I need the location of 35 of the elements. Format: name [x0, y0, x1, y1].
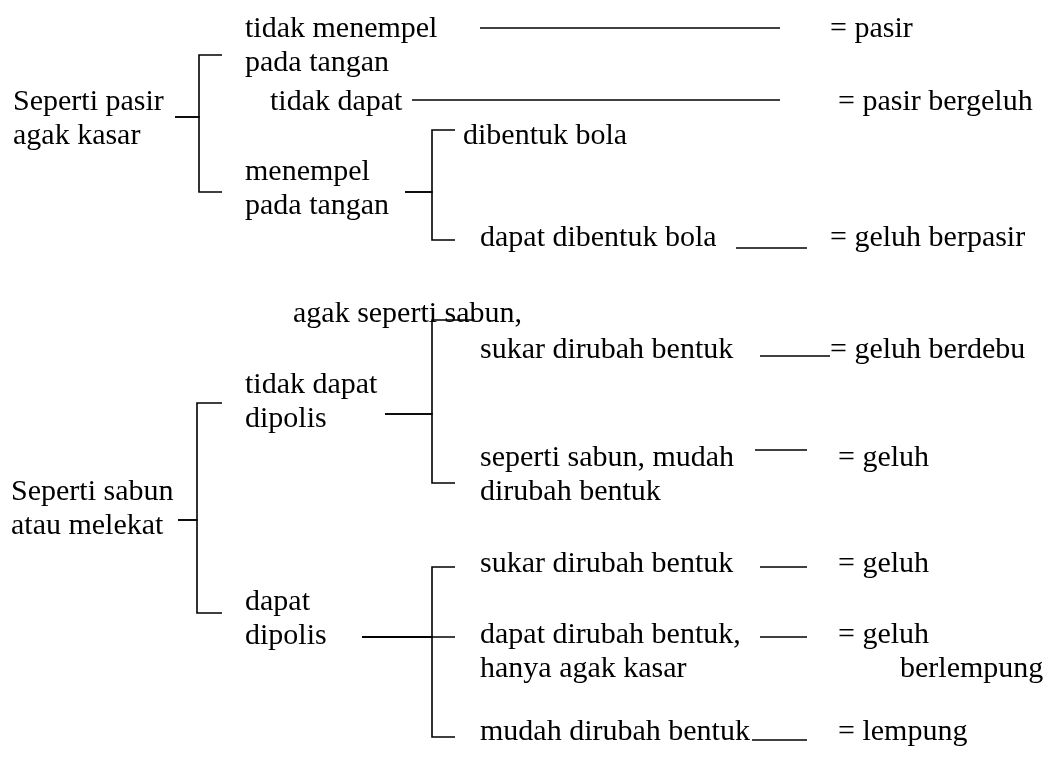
key-criterion: sukar dirubah bentuk — [480, 545, 734, 579]
key-criterion: Seperti sabun atau melekat — [11, 473, 175, 541]
bracket-line — [174, 116, 223, 193]
connector-line — [479, 27, 781, 29]
connector-line — [759, 355, 831, 357]
connector-line — [411, 99, 781, 101]
connector-line — [759, 566, 808, 568]
connector-line — [735, 247, 808, 249]
key-criterion: dapat dipolis — [245, 583, 328, 651]
key-criterion: seperti sabun, mudah dirubah bentuk — [480, 439, 736, 507]
soil-class: = lempung — [838, 713, 968, 747]
soil-class: = geluh — [838, 439, 930, 473]
soil-class: = geluh — [838, 545, 930, 579]
connector-line — [759, 636, 808, 638]
bracket-line — [177, 519, 223, 614]
key-criterion: Seperti pasir agak kasar — [13, 83, 165, 151]
soil-class: = geluh berpasir — [830, 219, 1026, 253]
soil-class: = pasir bergeluh — [838, 83, 1033, 117]
key-criterion: dapat dirubah bentuk, hanya agak kasar — [480, 616, 742, 684]
soil-class: = geluh berdebu — [830, 331, 1026, 365]
key-criterion: dibentuk bola — [463, 117, 628, 151]
soil-class: = pasir — [830, 10, 913, 44]
bracket-line — [404, 191, 456, 241]
bracket-line — [361, 636, 456, 738]
key-criterion: sukar dirubah bentuk — [480, 331, 734, 365]
bracket-line — [384, 413, 456, 484]
key-criterion: agak seperti sabun, — [293, 295, 523, 329]
key-criterion: menempel pada tangan — [245, 153, 391, 221]
key-criterion: tidak dapat — [270, 83, 403, 117]
key-criterion: dapat dibentuk bola — [480, 219, 717, 253]
key-criterion: mudah dirubah bentuk — [480, 713, 750, 747]
connector-line — [754, 449, 808, 451]
connector-line — [751, 739, 808, 741]
key-criterion: tidak dapat dipolis — [245, 366, 379, 434]
soil-class: = geluh berlempung — [838, 616, 1045, 684]
